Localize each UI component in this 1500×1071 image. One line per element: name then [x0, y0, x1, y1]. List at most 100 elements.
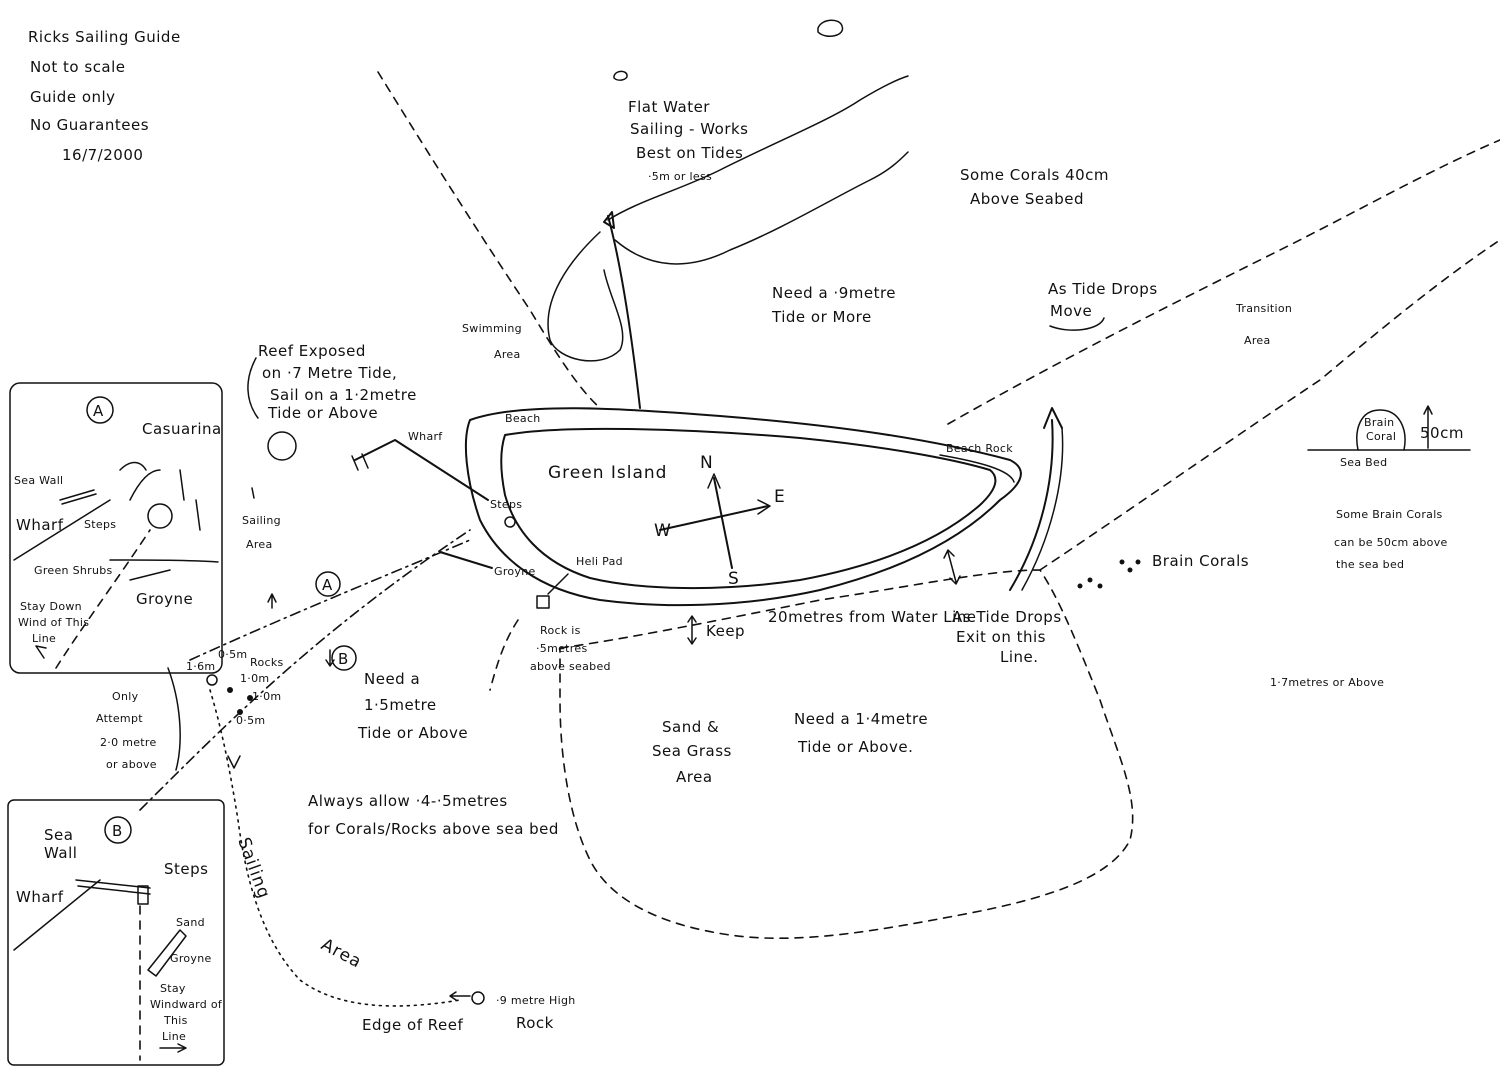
sailing-arc-2: Area — [318, 935, 365, 973]
inset-b: B Sea Wall Wharf Steps Sand Groyne Stay … — [7, 799, 225, 1066]
sand-area-boundary — [559, 569, 1134, 940]
sea-bed-label: Sea Bed — [1340, 456, 1387, 469]
twenty-m-label: 20metres from Water Line — [768, 608, 977, 626]
heli-pad-label: Heli Pad — [576, 555, 623, 568]
inset-b-stay-2: Windward of — [150, 998, 223, 1011]
shore-line-lower — [614, 151, 909, 265]
boundary-dashed-east — [1039, 239, 1500, 571]
compass-w: W — [654, 521, 672, 541]
rock-pointer-dashed — [489, 619, 519, 691]
rocks-label: Rocks — [250, 656, 284, 669]
reef-exposed-2: on ·7 Metre Tide, — [262, 364, 397, 382]
inset-a-steps: Steps — [84, 518, 116, 531]
beach-rock-line — [939, 454, 1015, 483]
reef-blob-icon — [267, 431, 297, 461]
inset-a-shore — [109, 559, 219, 563]
inset-b-sand: Sand — [176, 916, 205, 929]
boundary-dashed-north — [377, 71, 601, 409]
rock-5-1: Rock is — [540, 624, 581, 637]
inset-b-arrow-icon — [159, 1043, 187, 1053]
marker-b-circle — [331, 645, 357, 671]
inset-a-label: A — [93, 402, 104, 420]
always-allow-2: for Corals/Rocks above sea bed — [308, 820, 559, 838]
inset-b-groyne: Groyne — [170, 952, 212, 965]
compass-rose: N S E W — [654, 453, 786, 589]
marker-a: A — [322, 576, 333, 594]
reef-pointer-arrow — [247, 357, 259, 419]
channel-marker-line — [607, 215, 641, 409]
some-brain-corals-1: Some Brain Corals — [1336, 508, 1443, 521]
tide-exit-2: Exit on this — [956, 628, 1046, 646]
need-15-2: 1·5metre — [364, 696, 437, 714]
inset-b-stay-4: Line — [162, 1030, 186, 1043]
inset-b-stay-1: Stay — [160, 982, 186, 995]
need-14-2: Tide or Above. — [797, 738, 913, 756]
inset-b-sea-1: Sea — [44, 826, 73, 844]
inset-a-trees-icon — [119, 461, 201, 531]
inset-a-stay-line — [55, 529, 151, 669]
one-seven-label: 1·7metres or Above — [1270, 676, 1384, 689]
only-attempt-4: or above — [106, 758, 157, 771]
rock-dot — [206, 674, 218, 686]
only-attempt-2: Attempt — [96, 712, 143, 725]
some-corals-2: Above Seabed — [970, 190, 1084, 208]
island-outline — [500, 427, 997, 590]
transition-1: Transition — [1235, 302, 1292, 315]
reef-edge-arrow-icon — [227, 755, 241, 769]
high-rock-icon — [471, 991, 485, 1005]
inset-a-groyne: Groyne — [136, 590, 193, 608]
wharf-label: Wharf — [408, 430, 443, 443]
swimming-2: Area — [494, 348, 521, 361]
marker-b: B — [338, 650, 349, 668]
keep-arrow-right-icon — [943, 549, 961, 585]
rock-blob-small-icon — [613, 70, 628, 81]
sailing-area-small-1: Sailing — [242, 514, 281, 527]
reef-exposed-4: Tide or Above — [267, 404, 378, 422]
inset-a-green-shrubs: Green Shrubs — [34, 564, 113, 577]
compass-n: N — [700, 453, 714, 473]
inset-b-stay-3: This — [163, 1014, 188, 1027]
exit-arrow-line-2 — [1021, 427, 1064, 591]
heli-pad-icon — [536, 595, 550, 609]
sailing-arc-1: Sailing — [233, 835, 274, 902]
nine-m-rock-2: Rock — [516, 1014, 554, 1032]
inset-b-wharf: Wharf — [16, 888, 64, 906]
inset-a-arrow-icon — [35, 645, 47, 659]
depth-4: 1·0m — [252, 690, 281, 703]
inset-b-frame — [7, 799, 225, 1066]
rock-blob-icon — [817, 19, 844, 38]
always-allow-1: Always allow ·4-·5metres — [308, 792, 508, 810]
legend: Ricks Sailing Guide Not to scale Guide o… — [28, 28, 180, 164]
edge-of-reef-label: Edge of Reef — [362, 1016, 463, 1034]
compass-north-arrow-icon — [707, 473, 721, 489]
inset-a-frame — [9, 382, 223, 674]
wharf-end-icon — [351, 453, 369, 471]
nine-m-rock-1: ·9 metre High — [496, 994, 576, 1007]
exit-arrow-line — [1009, 419, 1054, 591]
keep-arrow-icon — [687, 615, 697, 645]
brain-coral-box-1: Brain — [1364, 416, 1394, 429]
island-reef-outline — [464, 407, 1022, 607]
rock-dot — [247, 695, 253, 701]
inset-a-wharf: Wharf — [16, 516, 64, 534]
rock-dots — [206, 674, 253, 715]
keep-label: Keep — [706, 622, 745, 640]
some-brain-corals-2: can be 50cm above — [1334, 536, 1448, 549]
need-9-2: Tide or More — [771, 308, 872, 326]
legend-line-2: Guide only — [30, 88, 116, 106]
compass-ns-line — [713, 477, 733, 569]
swimming-area-outline — [547, 231, 624, 362]
line-b-arrow — [325, 649, 335, 667]
compass-east-arrow-icon — [757, 499, 771, 515]
boundary-dashed-northeast — [947, 139, 1500, 425]
move-arrow-icon — [1049, 317, 1105, 331]
inset-a-groyne-line — [129, 569, 171, 581]
inset-b-steps-icon — [137, 885, 149, 905]
depth-3: 1·0m — [240, 672, 269, 685]
compass-e: E — [774, 487, 786, 507]
inset-b-sea-2: Wall — [44, 844, 77, 862]
flat-water-3: Best on Tides — [636, 144, 743, 162]
brain-coral-dots — [1077, 559, 1141, 589]
heli-pad-pointer — [547, 573, 569, 595]
rock-5-3: above seabed — [530, 660, 611, 673]
